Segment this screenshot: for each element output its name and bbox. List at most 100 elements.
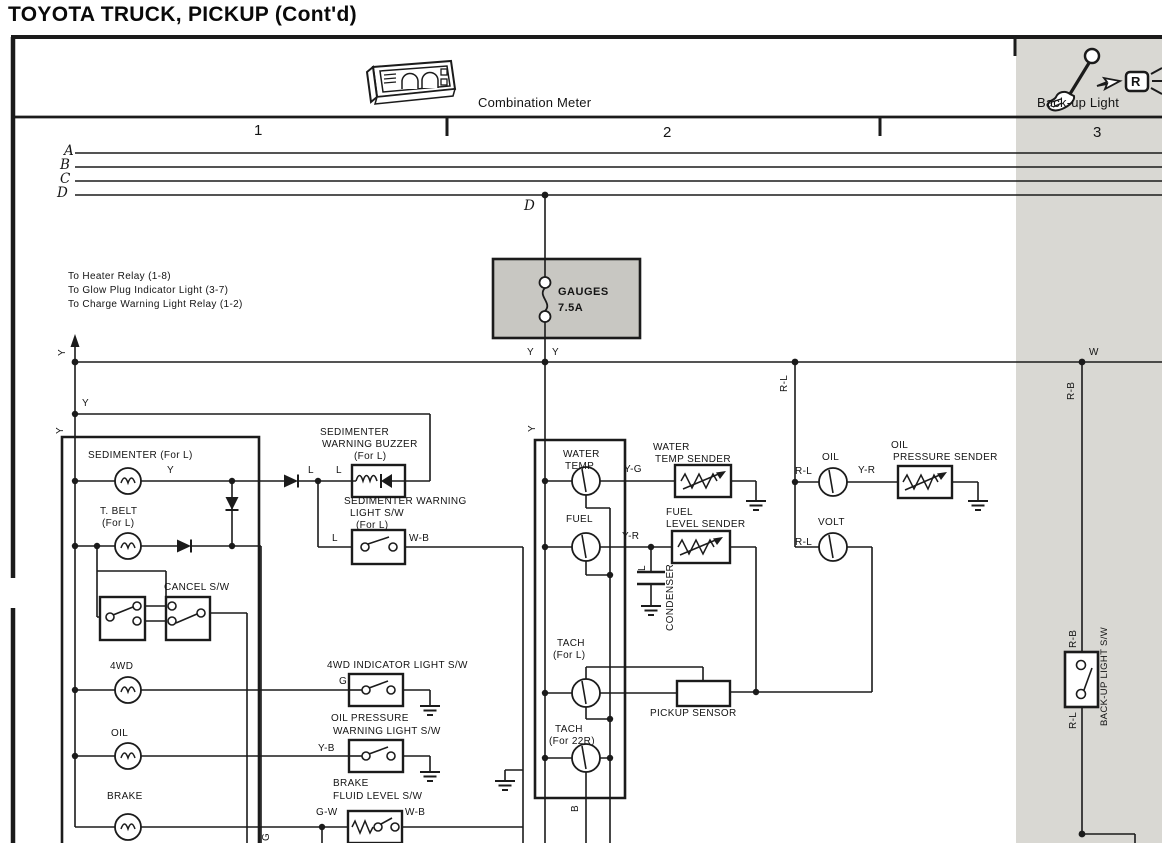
arrow-icon: [1096, 76, 1123, 91]
label-fuel-sender-2: LEVEL SENDER: [666, 519, 746, 530]
wire-rl-oil: R-L: [795, 466, 813, 477]
label-water-temp-2: TEMP: [565, 461, 595, 472]
wire-l-junction: L: [308, 465, 314, 476]
label-sed-lightsw-3: (For L): [356, 520, 389, 531]
label-4wd-indicator-switch: 4WD INDICATOR LIGHT S/W: [327, 660, 468, 671]
label-sed-lightsw-1: SEDIMENTER WARNING: [344, 496, 467, 507]
backup-light-circuit: [1063, 362, 1136, 843]
wire-wb-lightsw: W-B: [409, 533, 430, 544]
label-tach-l-1: TACH: [557, 638, 585, 649]
label-oil-gauge: OIL: [822, 452, 840, 463]
meter-gauges: [571, 466, 601, 773]
label-buzzer-2: WARNING BUZZER: [322, 439, 418, 450]
main-power-wires: [74, 346, 1162, 827]
bus-drop-d-label: D: [524, 198, 535, 214]
fuse-rating: 7.5A: [558, 302, 584, 314]
lamp-sedimenter: [114, 467, 142, 495]
fuse-terminal-top: [538, 276, 552, 289]
label-brake-lamp: BRAKE: [107, 791, 143, 802]
bus-row-d: D: [57, 185, 68, 201]
ground-4wd-switch: [420, 705, 440, 716]
label-pickup-sensor: PICKUP SENSOR: [650, 708, 737, 719]
column-number-3: 3: [1093, 124, 1102, 141]
ground-water-temp-sender: [746, 500, 766, 511]
label-fuel-sender-1: FUEL: [666, 507, 693, 518]
label-oil-lamp: OIL: [111, 728, 129, 739]
wire-rl-switch: R-L: [1068, 711, 1079, 729]
fuse-name: GAUGES: [558, 286, 609, 298]
wire-rl-volt: R-L: [795, 537, 813, 548]
label-4wd-lamp: 4WD: [110, 661, 134, 672]
cancel-switch-boxes: [98, 595, 212, 642]
gauge-volt: [818, 532, 848, 562]
backup-section-shade: [1016, 39, 1162, 843]
wire-yr-oil: Y-R: [858, 465, 876, 476]
brake-fluid-level-switch: [346, 809, 404, 843]
wire-y-box-top: Y: [82, 398, 90, 409]
warning-lamps: [114, 467, 142, 841]
up-arrow: [70, 334, 80, 347]
wire-b-tach: B: [570, 804, 581, 812]
label-oil-switch-2: WARNING LIGHT S/W: [333, 726, 441, 737]
sedimenter-warning-buzzer: [350, 463, 407, 499]
wire-yg-water: Y-G: [624, 464, 642, 475]
label-brake-switch-2: FLUID LEVEL S/W: [333, 791, 423, 802]
wire-wb-brake: W-B: [405, 807, 426, 818]
ground-oil-switch: [420, 771, 440, 782]
lamp-4wd: [114, 676, 142, 704]
wire-y-fuse-left: Y: [527, 347, 535, 358]
ground-oil-sender: [968, 500, 988, 511]
fuel-level-sender: [670, 529, 732, 565]
label-tbelt-1: T. BELT: [100, 506, 138, 517]
label-tach-l-2: (For L): [553, 650, 586, 661]
bus-row-b: B: [60, 157, 70, 173]
combination-meter-icon: [365, 59, 457, 105]
gauge-fuel: [571, 532, 601, 562]
reverse-lamp-letter: R: [1131, 74, 1141, 89]
fuse-element: [541, 287, 549, 312]
label-tbelt-2: (For L): [102, 518, 135, 529]
backup-light-label: Back-up Light: [1037, 95, 1120, 110]
middle-circuit-wires: [544, 362, 872, 843]
water-temp-sender: [673, 463, 733, 499]
gauge-water-temp: [571, 466, 601, 496]
gauge-tach-22r: [571, 743, 601, 773]
right-circuit-wires: [794, 362, 979, 692]
oil-pressure-sender: [896, 464, 954, 500]
gauge-oil: [818, 467, 848, 497]
wire-l-lightsw: L: [332, 533, 338, 544]
label-sedimenter: SEDIMENTER (For L): [88, 450, 193, 461]
wire-w-main: W: [1089, 347, 1099, 358]
wire-rb-main: R-B: [1066, 381, 1077, 400]
wire-g-4wd: G: [339, 676, 348, 687]
label-wt-sender-1: WATER: [653, 442, 690, 453]
column-number-2: 2: [663, 124, 672, 141]
label-tach-22r-1: TACH: [555, 724, 583, 735]
wire-y-fuse-right: Y: [552, 347, 560, 358]
bus-row-a: A: [64, 143, 74, 159]
backup-light-icon: [1046, 47, 1162, 112]
diode-tbelt: [177, 539, 191, 553]
fuse-gauges: [491, 257, 642, 362]
wire-yb-oil: Y-B: [318, 743, 335, 754]
note-heater-relay: To Heater Relay (1-8): [68, 271, 171, 282]
lamp-tbelt: [114, 532, 142, 560]
sedimenter-warning-light-switch: [350, 528, 407, 566]
wire-rb-switch: R-B: [1068, 629, 1079, 648]
label-water-temp-1: WATER: [563, 449, 600, 460]
label-oil-sender-2: PRESSURE SENDER: [893, 452, 998, 463]
label-volt-gauge: VOLT: [818, 517, 845, 528]
4wd-indicator-light-switch: [347, 672, 405, 708]
lamp-oil: [114, 742, 142, 770]
wire-y-sedimenter: Y: [167, 465, 175, 476]
wire-y-meter-drop: Y: [527, 424, 538, 432]
wire-g-bottom: G: [261, 832, 272, 841]
label-condenser: CONDENSER: [665, 563, 676, 631]
condenser-symbol: [637, 570, 665, 586]
meter-box: [533, 438, 627, 800]
label-brake-switch-1: BRAKE: [333, 778, 369, 789]
oil-pressure-warning-light-switch: [347, 738, 405, 774]
wire-l-buzzer: L: [336, 465, 342, 476]
